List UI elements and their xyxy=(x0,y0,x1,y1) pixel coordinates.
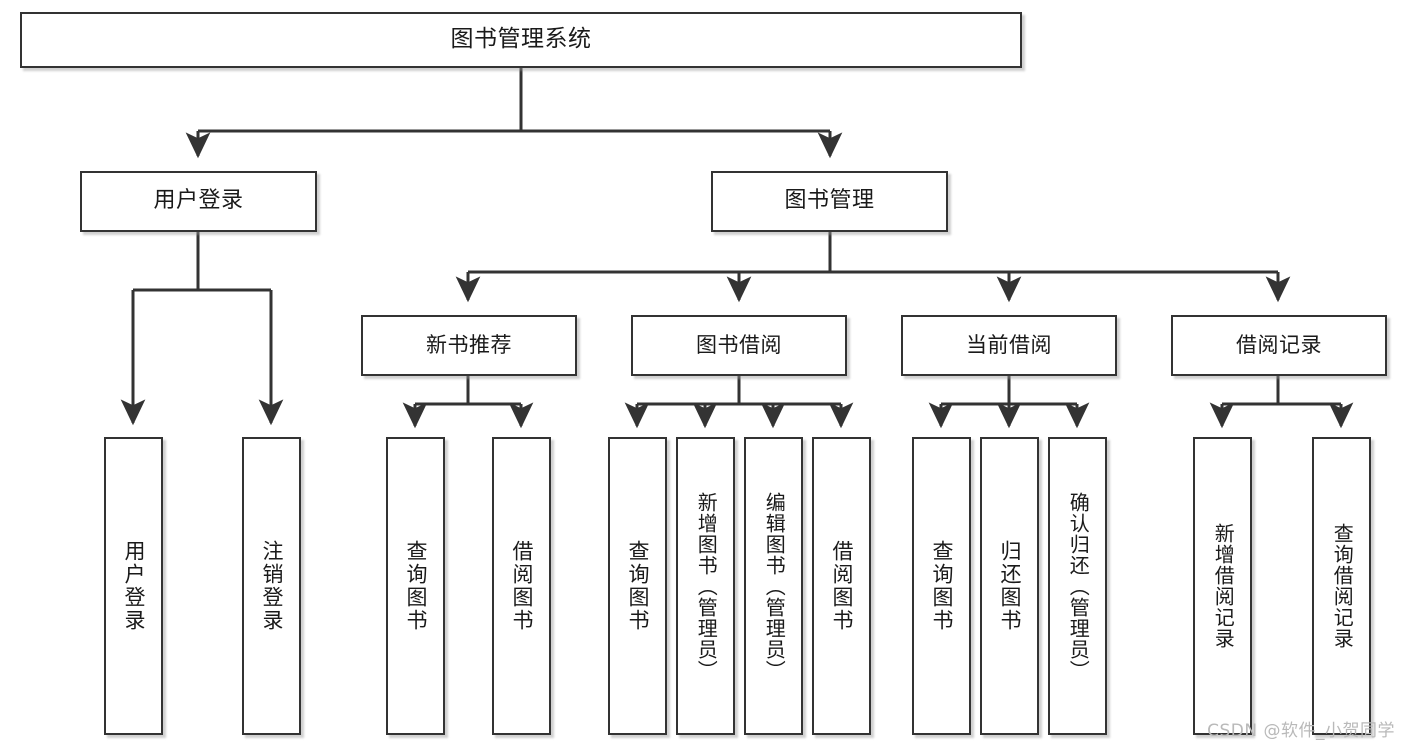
leaf-current-return-book[interactable]: 归还图书 xyxy=(980,437,1039,735)
node-label: 当前借阅 xyxy=(966,332,1052,357)
leaf-record-add-record[interactable]: 新增借阅记录 xyxy=(1193,437,1252,735)
node-label: 查询借阅记录 xyxy=(1330,523,1355,649)
leaf-current-query-book[interactable]: 查询图书 xyxy=(912,437,971,735)
leaf-user-login-signin[interactable]: 用户登录 xyxy=(104,437,163,735)
node-label: 借阅记录 xyxy=(1236,332,1322,357)
node-label: 编辑图书（管理员） xyxy=(762,491,787,681)
node-label: 注销登录 xyxy=(259,540,284,632)
leaf-recommend-borrow-book[interactable]: 借阅图书 xyxy=(492,437,551,735)
node-label: 归还图书 xyxy=(997,540,1022,632)
node-label: 新增借阅记录 xyxy=(1211,523,1236,649)
node-label: 新增图书（管理员） xyxy=(694,491,719,681)
node-book-management[interactable]: 图书管理 xyxy=(711,171,948,232)
node-label: 查询图书 xyxy=(929,540,954,632)
node-new-book-recommend[interactable]: 新书推荐 xyxy=(361,315,577,376)
node-label: 确认归还（管理员） xyxy=(1066,491,1091,681)
node-label: 图书管理 xyxy=(784,188,875,214)
leaf-borrow-edit-book-admin[interactable]: 编辑图书（管理员） xyxy=(744,437,803,735)
node-label: 图书借阅 xyxy=(696,332,782,357)
node-label: 查询图书 xyxy=(625,540,650,632)
leaf-recommend-query-book[interactable]: 查询图书 xyxy=(386,437,445,735)
leaf-borrow-borrow-book[interactable]: 借阅图书 xyxy=(812,437,871,735)
leaf-current-confirm-return-admin[interactable]: 确认归还（管理员） xyxy=(1048,437,1107,735)
node-user-login[interactable]: 用户登录 xyxy=(80,171,317,232)
leaf-user-login-signout[interactable]: 注销登录 xyxy=(242,437,301,735)
node-current-borrow[interactable]: 当前借阅 xyxy=(901,315,1117,376)
leaf-borrow-add-book-admin[interactable]: 新增图书（管理员） xyxy=(676,437,735,735)
leaf-borrow-query-book[interactable]: 查询图书 xyxy=(608,437,667,735)
node-label: 新书推荐 xyxy=(426,332,512,357)
node-label: 用户登录 xyxy=(153,188,244,214)
leaf-record-query-record[interactable]: 查询借阅记录 xyxy=(1312,437,1371,735)
node-borrow-record[interactable]: 借阅记录 xyxy=(1171,315,1387,376)
node-label: 借阅图书 xyxy=(829,540,854,632)
node-book-borrow[interactable]: 图书借阅 xyxy=(631,315,847,376)
node-label: 借阅图书 xyxy=(509,540,534,632)
node-label: 查询图书 xyxy=(403,540,428,632)
node-label: 用户登录 xyxy=(121,540,146,632)
node-label: 图书管理系统 xyxy=(450,26,592,53)
node-root-system[interactable]: 图书管理系统 xyxy=(20,12,1022,68)
csdn-watermark: CSDN @软件_小贺同学 xyxy=(1207,721,1395,741)
